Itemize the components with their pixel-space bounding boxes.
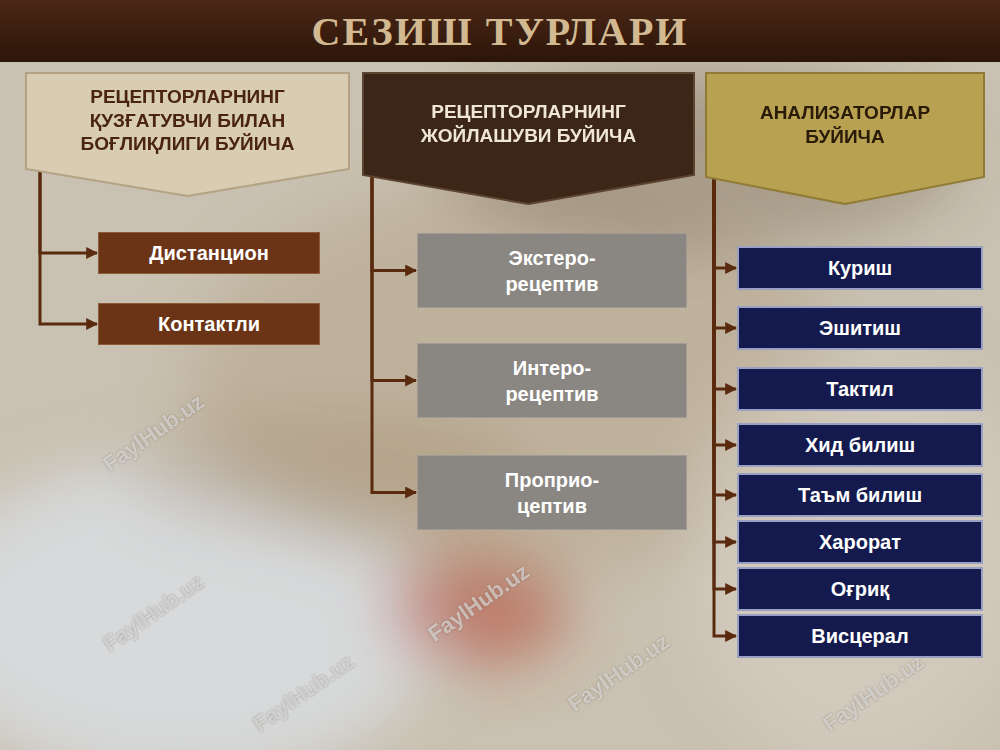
text-group: Интеро- рецептив [482,355,622,407]
watermark: FaylHub.uz [98,389,209,478]
analyzer-box: Куриш [737,246,983,290]
text-group: Контактли [158,313,260,336]
analyzer-box: Харорат [737,520,983,564]
branch-arrow [40,170,97,324]
node-label: АНАЛИЗАТОРЛАР БУЙИЧА [735,101,955,149]
text-group: Харорат [819,531,901,554]
branch-arrow [714,177,736,328]
branch-arrow [714,177,736,542]
text-group: Таъм билиш [798,484,922,507]
node-label: Таъм билиш [798,484,922,507]
branch-arrow [372,175,416,271]
text-group: Оғриқ [831,578,889,601]
branch-arrow [714,177,736,445]
type-box: Контактли [98,303,320,345]
text-group: РЕЦЕПТОРЛАРНИНГ ҚУЗҒАТУВЧИ БИЛАН БОҒЛИҚЛ… [58,85,318,156]
node-label: РЕЦЕПТОРЛАРНИНГ ҚУЗҒАТУВЧИ БИЛАН БОҒЛИҚЛ… [58,85,318,156]
text-group: Куриш [828,257,892,280]
analyzer-box: Хид билиш [737,423,983,467]
header-outline [26,73,349,196]
category-header: РЕЦЕПТОРЛАРНИНГ ЖОЙЛАШУВИ БУЙИЧА [362,72,695,205]
type-box: Проприо- цептив [417,455,687,530]
text-group: Проприо- цептив [482,467,622,519]
node-label: Висцерал [811,625,908,648]
type-box: Интеро- рецептив [417,343,687,418]
node-label: Куриш [828,257,892,280]
text-group: Висцерал [811,625,908,648]
title-bar: СЕЗИШ ТУРЛАРИ [0,0,1000,62]
node-label: Дистанцион [149,242,269,265]
node-label: Интеро- рецептив [482,355,622,407]
node-label: Проприо- цептив [482,467,622,519]
analyzer-box: Эшитиш [737,306,983,350]
branch-arrow [372,175,416,381]
node-label: Экстеро- рецептив [482,245,622,297]
watermark: FaylHub.uz [98,569,209,658]
text-group: Дистанцион [149,242,269,265]
text-group: РЕЦЕПТОРЛАРНИНГ ЖОЙЛАШУВИ БУЙИЧА [394,100,664,148]
node-label: Контактли [158,313,260,336]
text-group: Экстеро- рецептив [482,245,622,297]
node-label: Хид билиш [805,434,915,457]
category-header: АНАЛИЗАТОРЛАР БУЙИЧА [705,72,985,205]
type-box: Дистанцион [98,232,320,274]
analyzer-box: Оғриқ [737,567,983,611]
branch-arrow [714,177,736,389]
branch-arrow [714,177,736,268]
analyzer-box: Таъм билиш [737,473,983,517]
header-outline [706,73,984,204]
analyzer-box: Висцерал [737,614,983,658]
watermark: FaylHub.uz [818,649,929,738]
node-label: Эшитиш [819,317,901,340]
analyzer-box: Тактил [737,367,983,411]
text-group: Тактил [826,378,894,401]
branch-arrow [40,170,97,253]
branch-arrow [714,177,736,495]
branch-arrow [714,177,736,636]
diagram-title: СЕЗИШ ТУРЛАРИ [312,8,689,55]
node-label: Оғриқ [831,578,889,601]
watermark: FaylHub.uz [563,629,674,718]
watermark: FaylHub.uz [423,559,534,648]
type-box: Экстеро- рецептив [417,233,687,308]
category-header: РЕЦЕПТОРЛАРНИНГ ҚУЗҒАТУВЧИ БИЛАН БОҒЛИҚЛ… [25,72,350,197]
watermark: FaylHub.uz [248,649,359,738]
text-group: АНАЛИЗАТОРЛАР БУЙИЧА [735,101,955,149]
node-label: РЕЦЕПТОРЛАРНИНГ ЖОЙЛАШУВИ БУЙИЧА [394,100,664,148]
text-group: Хид билиш [805,434,915,457]
node-label: Харорат [819,531,901,554]
branch-arrow [372,175,416,493]
branch-arrow [714,177,736,589]
header-outline [363,73,694,204]
text-group: Эшитиш [819,317,901,340]
node-label: Тактил [826,378,894,401]
